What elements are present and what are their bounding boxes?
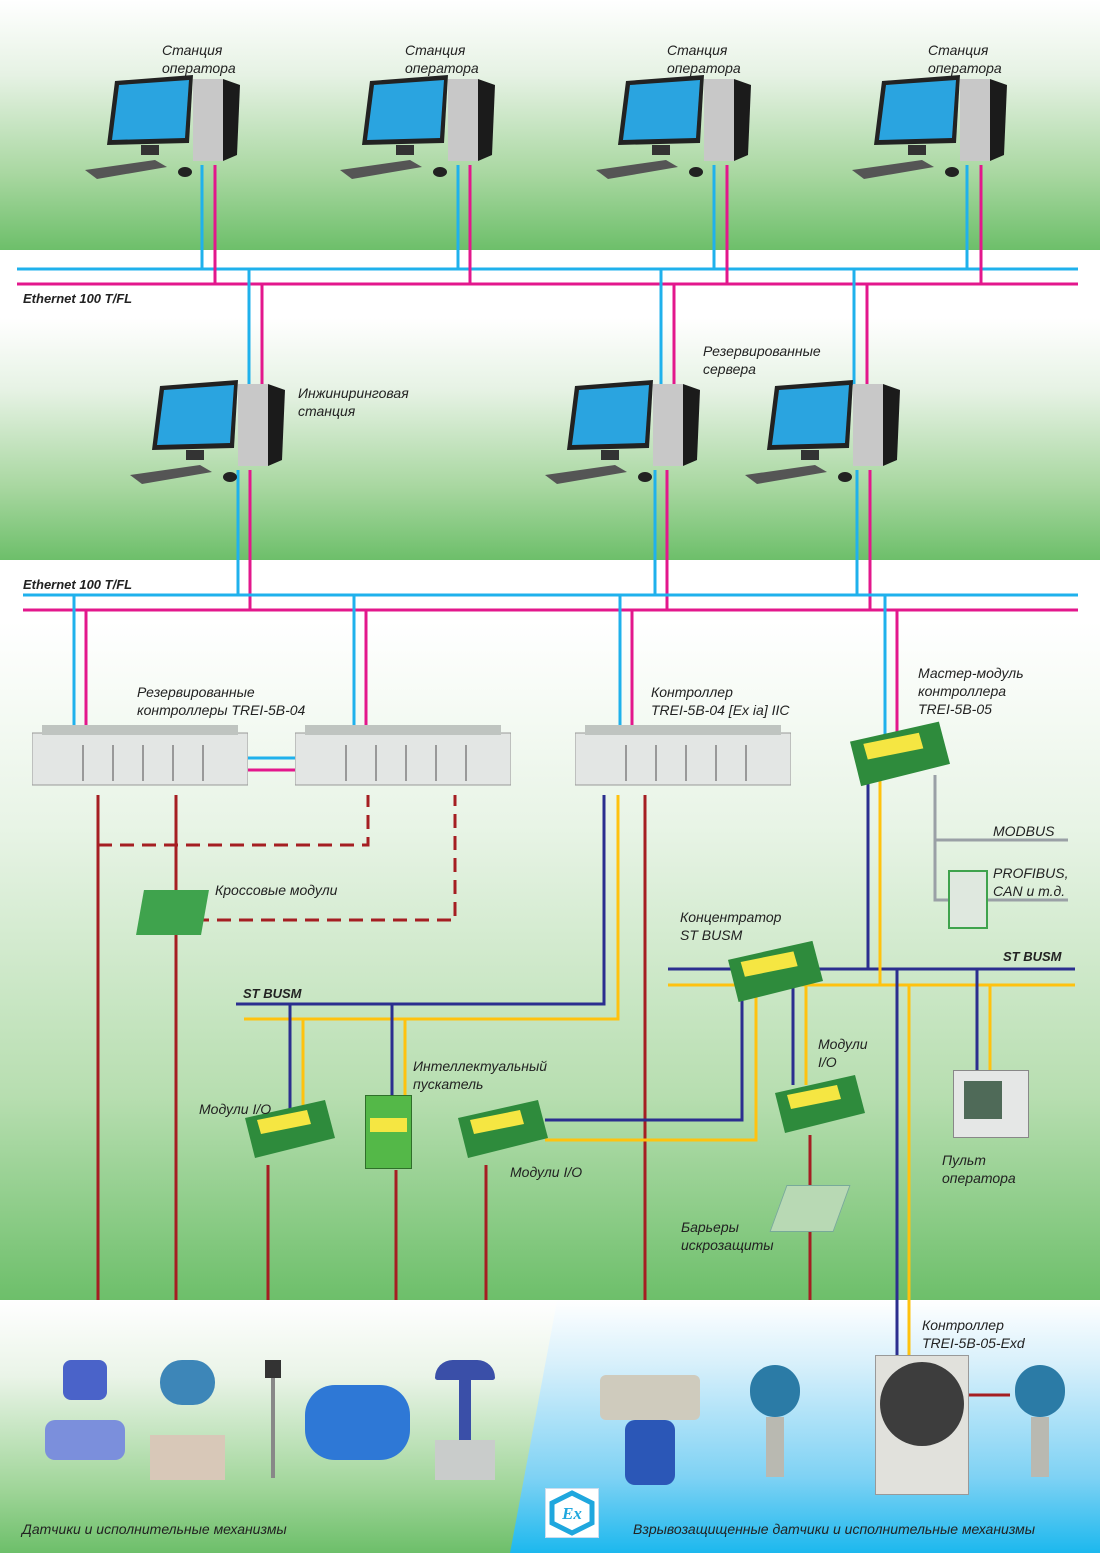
label-controller-ex: Контроллер TREI-5B-04 [Ex ia] IIC — [651, 684, 790, 718]
label-operator-station-1: Станция оператора — [162, 42, 236, 76]
conc-to-io-b — [545, 990, 758, 1142]
ex-logo-text: Ex — [561, 1504, 582, 1523]
label-io-modules-mid: Модули I/O — [510, 1164, 583, 1180]
pressure-transmitter-icon — [150, 1360, 225, 1485]
fieldbus-gateway-icon — [948, 870, 988, 929]
label-io-modules-right: Модули I/O — [818, 1036, 868, 1070]
ex-transmitter-2-icon — [1015, 1365, 1065, 1483]
label-modbus: MODBUS — [993, 823, 1055, 839]
electric-actuator-valve-icon — [600, 1375, 700, 1490]
concentrator-icon — [728, 940, 823, 1005]
electric-motor-icon — [305, 1385, 410, 1460]
master-module-icon — [850, 720, 950, 790]
label-operator-panel: Пульт оператора — [942, 1152, 1016, 1186]
ex-transmitter-1-icon — [750, 1365, 800, 1483]
operator-station-1-icon — [85, 75, 245, 185]
thermocouple-icon — [265, 1360, 281, 1480]
label-ex-devices: Взрывозащищенные датчики и исполнительны… — [633, 1521, 1036, 1537]
flowmeter-icon — [45, 1360, 125, 1475]
io-module-mid-icon — [458, 1100, 548, 1160]
label-controller-exd: Контроллер TREI-5B-05-Exd — [922, 1317, 1025, 1351]
smart-starter-icon — [365, 1095, 412, 1169]
cross-dash-1 — [98, 795, 370, 847]
label-operator-station-4: Станция оператора — [928, 42, 1002, 76]
ex-devices-panel — [510, 1300, 1100, 1553]
label-operator-station-2: Станция оператора — [405, 42, 479, 76]
controller-rack-1-icon — [32, 725, 248, 789]
label-smart-starter: Интеллектуальный пускатель — [413, 1058, 548, 1092]
label-io-modules-left: Модули I/O — [199, 1101, 272, 1117]
label-profibus: PROFIBUS, CAN и т.д. — [993, 865, 1069, 899]
server-1-icon — [545, 380, 705, 490]
operator-station-2-icon — [340, 75, 500, 185]
controller-ex-rack-icon — [575, 725, 791, 789]
operator-panel-icon — [953, 1070, 1029, 1138]
conc-to-io-a — [545, 990, 744, 1122]
label-concentrator: Концентратор ST BUSM — [680, 909, 782, 943]
st-busm-left-b — [244, 795, 620, 1021]
label-ethernet-top: Ethernet 100 T/FL — [23, 291, 133, 306]
operator-station-4-icon — [852, 75, 1012, 185]
engineering-station-icon — [130, 380, 290, 490]
label-redundant-servers: Резервированные сервера — [703, 343, 821, 377]
label-field-devices: Датчики и исполнительные механизмы — [22, 1521, 287, 1537]
label-cross-modules: Кроссовые модули — [215, 882, 338, 898]
label-st-busm-left: ST BUSM — [243, 986, 302, 1001]
label-master-module: Мастер-модуль контроллера TREI-5B-05 — [918, 665, 1024, 717]
controller-rack-2-icon — [295, 725, 511, 789]
label-ethernet-mid: Ethernet 100 T/FL — [23, 577, 133, 592]
fieldbus-line — [933, 775, 1068, 902]
server-2-icon — [745, 380, 905, 490]
exd-controller-icon — [875, 1355, 969, 1495]
label-redundant-controllers: Резервированные контроллеры TREI-5B-04 — [137, 684, 306, 718]
control-valve-icon — [435, 1360, 495, 1485]
label-operator-station-3: Станция оператора — [667, 42, 741, 76]
label-engineering-station: Инжиниринговая станция — [298, 385, 409, 419]
cross-module-icon — [136, 890, 209, 935]
operator-station-3-icon — [596, 75, 756, 185]
io-module-right-icon — [775, 1075, 865, 1135]
label-st-busm-right: ST BUSM — [1003, 949, 1062, 964]
st-busm-left-a — [236, 795, 606, 1006]
label-barriers: Барьеры искрозащиты — [681, 1219, 774, 1253]
cross-dash-2 — [195, 795, 457, 922]
ex-logo-icon: Ex — [545, 1488, 599, 1538]
